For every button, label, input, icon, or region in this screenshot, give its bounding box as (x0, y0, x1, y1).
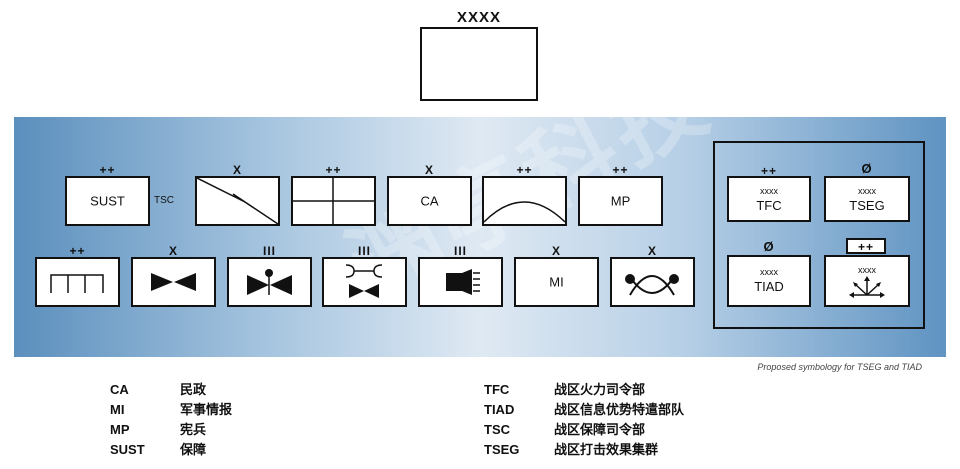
coupler-echelon: III (357, 244, 371, 258)
crossed-tubes-echelon: X (647, 244, 657, 258)
signal-lightning-icon (197, 178, 278, 224)
bowtie-valve-unit (227, 257, 312, 307)
tseg-sub: xxxx (858, 186, 876, 196)
legend-desc: 保障 (180, 442, 207, 457)
lamp-unit (418, 257, 503, 307)
top-unit-symbol (420, 27, 538, 101)
mi-label: MI (549, 274, 564, 290)
legend-desc: 战区保障司令部 (554, 422, 646, 437)
arc-unit (482, 176, 567, 226)
tseg-echelon: Ø (861, 161, 873, 176)
burst-arrows-icon (849, 276, 885, 298)
tiad-sub: xxxx (760, 267, 778, 277)
crossed-tubes-icon (625, 274, 679, 296)
searchlight-icon (446, 269, 480, 295)
legend-desc: 战区打击效果集群 (554, 442, 659, 457)
cross-unit-echelon: ++ (325, 163, 342, 177)
bowtie-valve-echelon: III (262, 244, 276, 258)
tiad-unit: xxxx TIAD (727, 255, 811, 307)
arc-icon (484, 201, 565, 223)
task-force-box (846, 238, 886, 254)
mp-echelon: ++ (612, 163, 629, 177)
legend-abbr: TIAD (484, 402, 515, 417)
arc-unit-echelon: ++ (516, 163, 533, 177)
legend-row: TSEG 战区打击效果集群 (484, 440, 684, 460)
tfc-label: TFC (756, 198, 782, 213)
legend-abbr: MP (110, 422, 130, 437)
legend-desc: 军事情报 (180, 402, 233, 417)
bowtie-icon (151, 273, 196, 291)
mp-label: MP (610, 193, 631, 209)
mi-unit: MI (514, 257, 599, 307)
ca-unit: CA (387, 176, 472, 226)
legend-desc: 宪兵 (180, 422, 207, 437)
signal-unit (195, 176, 280, 226)
legend-abbr: TSEG (484, 442, 520, 457)
task-force-sub: xxxx (858, 265, 876, 275)
tsc-label: TSC (154, 195, 174, 206)
ca-echelon: X (424, 163, 434, 177)
legend-row: SUST 保障 (110, 440, 232, 460)
tiad-echelon: Ø (763, 239, 775, 254)
proposed-frame (713, 141, 925, 329)
maintenance-unit (35, 257, 120, 307)
sust-echelon: ++ (99, 163, 116, 177)
legend-row: TIAD 战区信息优势特遣部队 (484, 400, 684, 420)
cross-unit (291, 176, 376, 226)
tfc-unit: xxxx TFC (727, 176, 811, 222)
coupler-unit (322, 257, 407, 307)
legend-row: CA 民政 (110, 380, 232, 400)
caption: Proposed symbology for TSEG and TIAD (757, 362, 922, 372)
lamp-echelon: III (453, 244, 467, 258)
legend-right: TFC 战区火力司令部 TIAD 战区信息优势特遣部队 TSC 战区保障司令部 TSE… (484, 380, 684, 460)
legend-abbr: SUST (110, 442, 145, 457)
legend-desc: 战区火力司令部 (554, 382, 646, 397)
legend-abbr: TFC (484, 382, 510, 397)
tiad-label: TIAD (754, 279, 784, 294)
cross-lines-icon (293, 178, 374, 224)
comb-icon (50, 274, 104, 293)
legend-desc: 民政 (180, 382, 207, 397)
legend-abbr: TSC (484, 422, 510, 437)
legend-row: TFC 战区火力司令部 (484, 380, 684, 400)
legend-row: MI 军事情报 (110, 400, 232, 420)
maintenance-echelon: ++ (69, 244, 86, 258)
legend-abbr: CA (110, 382, 129, 397)
tseg-unit: xxxx TSEG (824, 176, 910, 222)
sust-unit: SUST (65, 176, 150, 226)
tfc-sub: xxxx (760, 186, 778, 196)
task-force-echelon: ++ (857, 240, 874, 254)
sust-label: SUST (90, 193, 125, 209)
bowtie-unit (131, 257, 216, 307)
legend-left: CA 民政 MI 军事情报 MP 宪兵 SUST 保障 (110, 380, 232, 460)
crossed-tubes-unit (610, 257, 695, 307)
mi-echelon: X (551, 244, 561, 258)
legend-desc: 战区信息优势特遣部队 (554, 402, 685, 417)
legend-abbr: MI (110, 402, 125, 417)
mp-unit: MP (578, 176, 663, 226)
task-force-unit: xxxx (824, 255, 910, 307)
signal-unit-echelon: X (232, 163, 242, 177)
legend-row: TSC 战区保障司令部 (484, 420, 684, 440)
diagram-band (14, 117, 946, 357)
bowtie-echelon: X (168, 244, 178, 258)
valve-icon (247, 269, 292, 295)
tfc-echelon: ++ (760, 164, 777, 178)
coupler-icon (345, 264, 383, 298)
top-unit-echelon: XXXX (456, 9, 502, 26)
ca-label: CA (420, 193, 439, 209)
legend-row: MP 宪兵 (110, 420, 232, 440)
tseg-label: TSEG (849, 198, 885, 213)
